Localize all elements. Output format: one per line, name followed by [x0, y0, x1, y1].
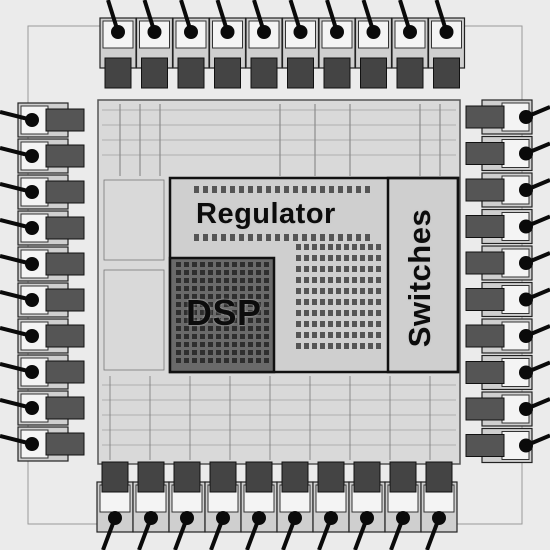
pad-ring-bottom	[96, 461, 458, 550]
dsp-label: DSP	[186, 292, 262, 333]
switches-block	[386, 176, 460, 374]
regulator-label: Regulator	[196, 198, 336, 230]
switches-label: Switches	[402, 208, 437, 348]
pad-ring-left	[0, 102, 85, 462]
pad-ring-top	[99, 0, 466, 89]
dsp-cell-grid	[176, 262, 269, 363]
pad-ring-right	[465, 99, 550, 464]
switches-label-wrap: Switches	[392, 198, 448, 358]
metal-routing	[102, 104, 456, 460]
regulator-logic-array	[194, 186, 381, 349]
